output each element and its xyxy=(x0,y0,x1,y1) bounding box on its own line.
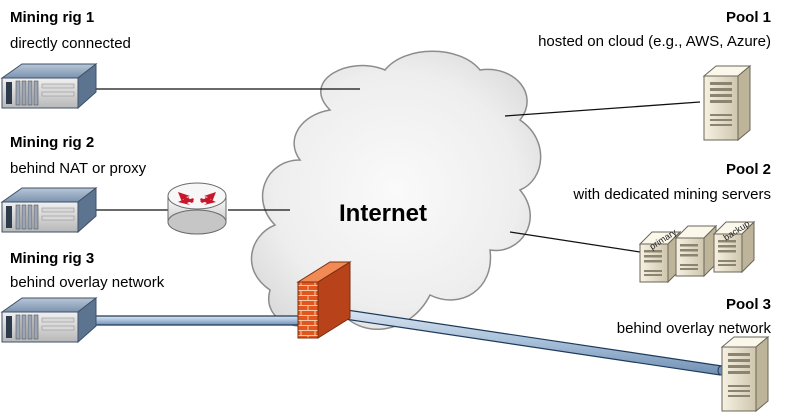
pool-2-subtitle: with dedicated mining servers xyxy=(573,186,771,203)
router-icon xyxy=(167,182,227,235)
firewall-icon xyxy=(296,261,352,339)
pool-2-server-icon xyxy=(675,225,717,277)
internet-label: Internet xyxy=(339,200,428,227)
internet-cloud xyxy=(250,50,542,331)
link-cloud-pool1 xyxy=(504,101,701,117)
link-cloud-pool2 xyxy=(509,231,641,253)
pool-3-server-icon xyxy=(721,336,769,412)
overlay-tunnel-pool3 xyxy=(337,308,725,376)
overlay-tunnel-rig3 xyxy=(80,315,313,326)
mining-rig-3-icon xyxy=(1,297,97,343)
mining-rig-1-icon xyxy=(1,63,97,109)
mining-rig-2-icon xyxy=(1,187,97,233)
pool-2-title: Pool 2 xyxy=(725,161,771,178)
pool-1-server-icon xyxy=(703,65,751,141)
mining-rig-1-title: Mining rig 1 xyxy=(10,9,95,26)
pool-1-title: Pool 1 xyxy=(725,9,771,26)
pool-1-subtitle: hosted on cloud (e.g., AWS, Azure) xyxy=(538,33,771,50)
pool-3-title: Pool 3 xyxy=(725,296,771,313)
mining-rig-1-subtitle: directly connected xyxy=(10,35,131,52)
mining-rig-3-subtitle: behind overlay network xyxy=(10,274,165,291)
pool-3-subtitle: behind overlay network xyxy=(616,320,771,337)
mining-rig-2-subtitle: behind NAT or proxy xyxy=(10,160,147,177)
pool-2-servers: primary backup xyxy=(639,218,755,283)
mining-rig-2-title: Mining rig 2 xyxy=(10,134,95,151)
mining-rig-3-title: Mining rig 3 xyxy=(10,250,95,267)
